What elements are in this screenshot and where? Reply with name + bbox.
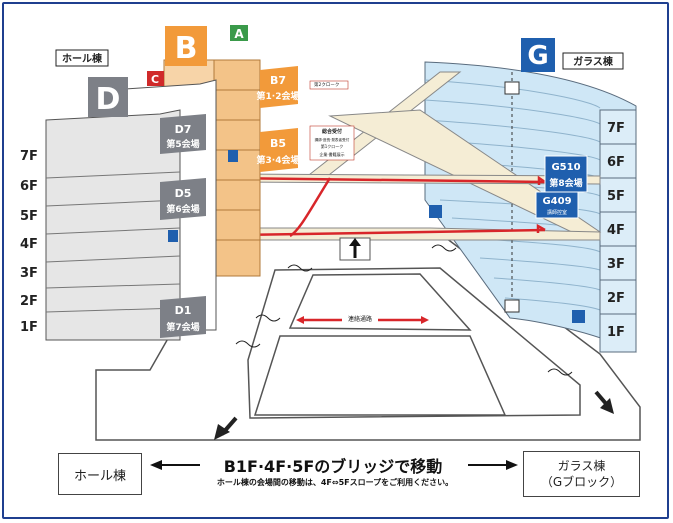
room-d7[interactable]: D7 第5会場 <box>160 114 206 154</box>
svg-text:G409: G409 <box>542 196 571 207</box>
bridge-direction-arrows <box>150 460 518 470</box>
svg-text:D7: D7 <box>175 123 192 136</box>
stairs-icon-d <box>168 230 178 242</box>
building-g-badge <box>521 38 555 72</box>
svg-text:4F: 4F <box>607 223 625 238</box>
svg-text:5F: 5F <box>20 209 38 224</box>
svg-text:第1クローク: 第1クローク <box>321 143 344 149</box>
elevator-icon-glass-bottom <box>504 299 520 313</box>
svg-text:6F: 6F <box>20 179 38 194</box>
exit-arrow-left-icon <box>214 416 238 440</box>
room-d5[interactable]: D5 第6会場 <box>160 178 206 220</box>
hall-building-box-label: ホール棟 <box>73 468 126 484</box>
svg-text:3F: 3F <box>20 266 38 281</box>
svg-text:ホール棟: ホール棟 <box>62 52 103 65</box>
svg-text:D5: D5 <box>175 187 192 200</box>
passage-label: 連絡通路 <box>348 315 372 323</box>
building-d-letter: D <box>96 82 121 117</box>
hall-floor-labels: 7F 6F 5F 4F 3F 2F 1F <box>20 149 38 335</box>
slope-markers <box>235 244 573 376</box>
building-a-badge <box>230 25 248 41</box>
stairs-icon-glass-1f <box>572 310 585 323</box>
svg-text:2F: 2F <box>20 294 38 309</box>
room-b7[interactable]: B7 第1·2会場 第2クローク <box>257 66 349 108</box>
building-a-letter: A <box>234 27 244 41</box>
elevator-icon-glass-top <box>504 81 520 95</box>
svg-text:第7会場: 第7会場 <box>166 321 199 333</box>
svg-text:7F: 7F <box>607 121 625 136</box>
svg-text:D1: D1 <box>175 304 192 317</box>
map-frame <box>2 2 669 519</box>
svg-text:講師·座長·発表者受付: 講師·座長·発表者受付 <box>315 137 350 142</box>
building-b-letter: B <box>175 31 198 66</box>
svg-text:2F: 2F <box>607 291 625 306</box>
building-c-letter: C <box>151 73 159 86</box>
stairs-icon-glass-4f <box>429 205 442 218</box>
glass-floor-labels: 7F 6F 5F 4F 3F 2F 1F <box>607 121 625 340</box>
svg-text:1F: 1F <box>20 320 38 335</box>
building-c-badge <box>147 71 164 86</box>
building-d: D <box>45 77 181 341</box>
svg-text:B7: B7 <box>270 74 286 87</box>
svg-text:第5会場: 第5会場 <box>166 138 199 150</box>
b7-note: 第2クローク <box>314 81 339 88</box>
building-g-letter: G <box>527 41 548 71</box>
svg-text:G510: G510 <box>551 162 580 173</box>
svg-text:講師控室: 講師控室 <box>547 209 567 216</box>
svg-text:第1·2会場: 第1·2会場 <box>257 90 300 102</box>
room-d1[interactable]: D1 第7会場 <box>160 296 206 338</box>
bridge-title: B1F·4F·5Fのブリッジで移動 <box>223 457 443 476</box>
svg-text:5F: 5F <box>607 189 625 204</box>
svg-text:6F: 6F <box>607 155 625 170</box>
svg-text:B5: B5 <box>270 137 286 150</box>
svg-text:第6会場: 第6会場 <box>166 203 199 215</box>
room-b5[interactable]: B5 第3·4会場 総合受付 講師·座長·発表者受付 第1クローク 企業·書籍展… <box>257 125 355 172</box>
stairs-icon-b <box>228 150 238 162</box>
room-g409[interactable]: G409 講師控室 <box>535 191 579 219</box>
svg-text:ガラス棟: ガラス棟 <box>573 55 614 68</box>
svg-text:総合受付: 総合受付 <box>322 128 342 135</box>
svg-text:7F: 7F <box>20 149 38 164</box>
svg-text:3F: 3F <box>607 257 625 272</box>
bridge-note: ホール棟の会場間の移動は、4F⇔5Fスロープをご利用ください。 <box>216 478 454 487</box>
up-arrow-icon <box>339 237 371 261</box>
svg-text:4F: 4F <box>20 237 38 252</box>
hall-building-label: ホール棟 <box>55 49 109 67</box>
room-g510[interactable]: G510 第8会場 <box>544 155 588 193</box>
glass-building-box: ガラス棟 （Gブロック） <box>523 451 640 497</box>
glass-building-box-line2: （Gブロック） <box>540 475 623 489</box>
svg-text:企業·書籍展示: 企業·書籍展示 <box>319 151 344 157</box>
svg-text:1F: 1F <box>607 325 625 340</box>
exit-arrow-right-icon <box>594 390 614 414</box>
svg-text:第8会場: 第8会場 <box>549 177 582 189</box>
passage: 連絡通路 <box>296 313 429 324</box>
building-d-badge <box>88 77 128 117</box>
building-b-badge <box>165 26 207 66</box>
svg-text:第3·4会場: 第3·4会場 <box>257 154 300 166</box>
glass-building-label: G ガラス棟 <box>521 38 624 72</box>
glass-building-box-line1: ガラス棟 <box>557 459 606 473</box>
hall-building-box: ホール棟 <box>58 453 142 495</box>
